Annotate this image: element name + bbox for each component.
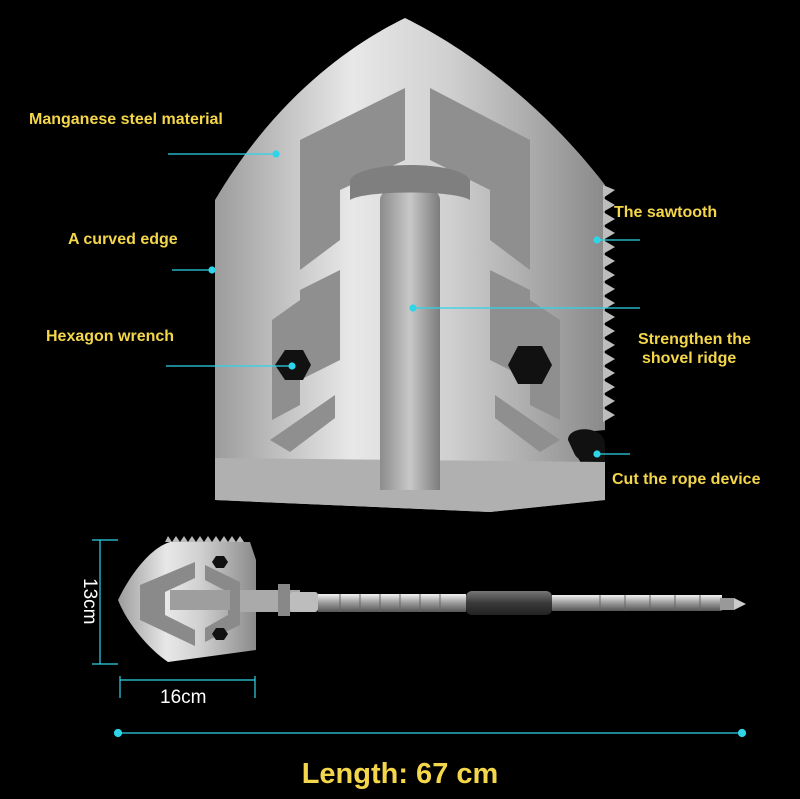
label-rope-cutter: Cut the rope device — [612, 471, 761, 488]
dimension-lines — [92, 539, 747, 738]
pointer-lines — [166, 150, 640, 458]
width-dimension-label: 16cm — [160, 687, 207, 708]
label-hexagon-wrench: Hexagon wrench — [46, 328, 175, 345]
label-ridge-line2: shovel ridge — [642, 350, 737, 367]
label-curved-edge: A curved edge — [68, 231, 178, 248]
main-blade — [215, 18, 615, 512]
label-sawtooth: The sawtooth — [614, 204, 718, 221]
label-ridge-line1: Strengthen the — [638, 331, 751, 348]
full-shovel — [118, 536, 746, 662]
height-dimension-label: 13cm — [79, 578, 100, 625]
label-manganese: Manganese steel material — [29, 111, 223, 128]
total-length-label: Length: 67 cm — [301, 758, 499, 790]
